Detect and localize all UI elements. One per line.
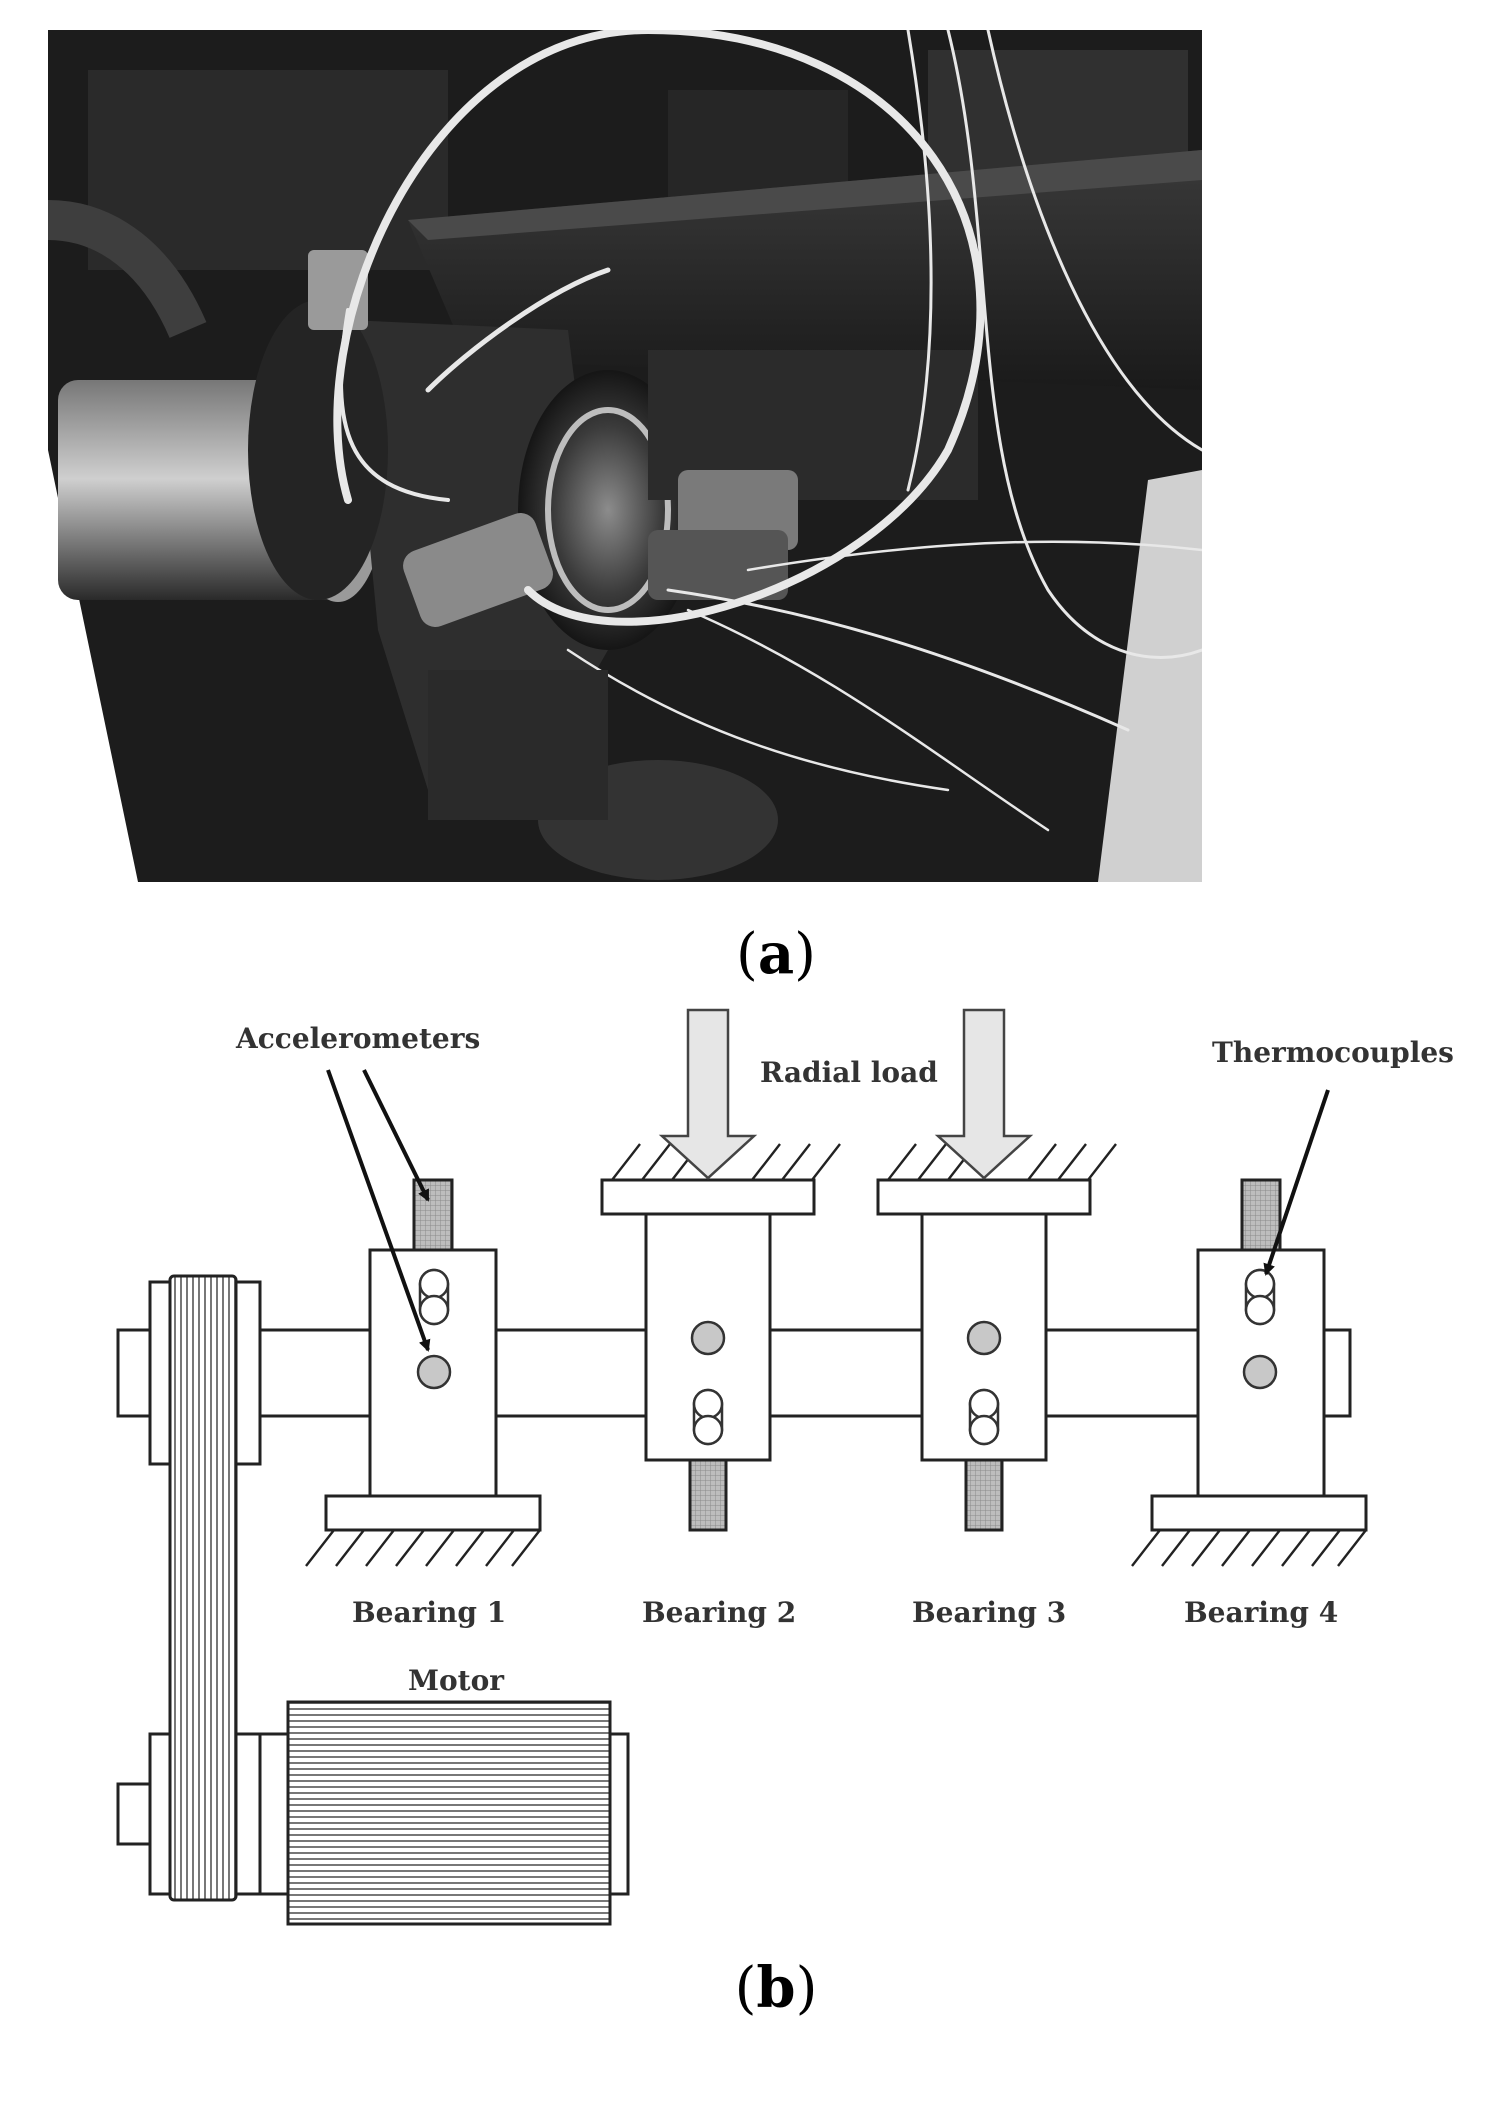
accelerometers — [416, 1320, 1278, 1390]
bearing-1-sensor-rod — [412, 1178, 454, 1252]
radial-load-arrows — [658, 1008, 1034, 1180]
cable-2 — [425, 267, 611, 393]
caption-a-letter: a — [757, 921, 795, 987]
cable-4 — [986, 30, 1202, 452]
cable-1 — [339, 308, 450, 502]
stand-base — [428, 670, 608, 820]
central-hub-ring — [545, 407, 671, 613]
cable-7 — [746, 540, 1202, 572]
thermo-pointer — [1263, 1089, 1330, 1276]
thermocouple-bearing-2 — [692, 1388, 724, 1446]
cable-5 — [666, 588, 1130, 732]
accelerometer-bearing-2 — [690, 1320, 726, 1356]
photo-illustration — [48, 30, 1202, 882]
accelerometer-bearing-3 — [966, 1320, 1002, 1356]
accel-pointer-1 — [326, 1069, 431, 1352]
hatch-bearing-4 — [1131, 1529, 1367, 1567]
motor-end-right — [608, 1732, 630, 1896]
caption-a-open: ( — [735, 922, 758, 987]
housing-flange — [248, 300, 388, 600]
drive-belt — [168, 1274, 238, 1902]
schematic-svg: Accelerometers Radial load Thermocouples… — [116, 1008, 1454, 1926]
test-rig-photo — [48, 30, 1202, 882]
bearing-3-sensor-rod — [964, 1458, 1004, 1532]
overhead-beam-top — [408, 150, 1202, 240]
caption-b-open: ( — [734, 1956, 757, 2021]
label-bearing-1: Bearing 1 — [352, 1596, 506, 1629]
cables — [333, 30, 1202, 832]
thermocouple-bearing-3 — [968, 1388, 1000, 1446]
cable-6 — [686, 608, 1050, 832]
cable-9 — [566, 648, 950, 792]
cable-3 — [946, 30, 1202, 659]
test-rig-schematic: Accelerometers Radial load Thermocouples… — [0, 1000, 1512, 1950]
cable-loop — [333, 30, 985, 626]
panel-b-caption: (b) — [676, 1960, 876, 2017]
upper-pulley-hub — [148, 1280, 172, 1466]
bolt — [648, 530, 788, 600]
label-accelerometers: Accelerometers — [235, 1022, 480, 1055]
lower-shaft-end — [116, 1782, 152, 1846]
caption-b-letter: b — [756, 1955, 796, 2021]
bearing-4-base — [1150, 1494, 1368, 1532]
accelerometer-bearing-4 — [1242, 1354, 1278, 1390]
caption-b-close: ) — [795, 1956, 818, 2021]
bearing-3-top-plate — [876, 1178, 1092, 1216]
motor-body — [286, 1700, 612, 1926]
wooden-board — [1098, 470, 1202, 882]
label-bearing-3: Bearing 3 — [912, 1596, 1066, 1629]
lower-pulley — [234, 1732, 262, 1896]
motor-coupling-left — [258, 1732, 290, 1896]
label-bearing-2: Bearing 2 — [642, 1596, 796, 1629]
upper-pulley — [234, 1280, 262, 1466]
cable-8 — [906, 30, 933, 492]
thermocouple-bearing-4 — [1244, 1268, 1276, 1326]
bearing-1-base — [324, 1494, 542, 1532]
label-bearing-4: Bearing 4 — [1184, 1596, 1338, 1629]
hatch-bearing-1 — [305, 1529, 541, 1567]
panel-a-caption: (a) — [676, 926, 876, 983]
hose — [48, 200, 207, 339]
label-thermocouples: Thermocouples — [1212, 1036, 1454, 1069]
lower-pulley-hub — [148, 1732, 172, 1896]
sensor-stub — [403, 512, 553, 628]
bearing-4-sensor-rod — [1240, 1178, 1282, 1252]
label-motor: Motor — [408, 1664, 505, 1697]
radial-load-arrow-2 — [658, 1008, 758, 1180]
pointer-arrows — [326, 1069, 1330, 1352]
bg-block-1 — [88, 70, 448, 270]
bearing-2-sensor-rod — [688, 1458, 728, 1532]
radial-load-arrow-3 — [934, 1008, 1034, 1180]
accelerometer-bearing-1 — [416, 1354, 452, 1390]
label-radial-load: Radial load — [760, 1056, 938, 1089]
accel-pointer-2 — [362, 1069, 430, 1202]
thermocouple-bearing-1 — [418, 1268, 450, 1326]
bearing-2-top-plate — [600, 1178, 816, 1216]
caption-a-close: ) — [794, 922, 816, 987]
thermocouples — [418, 1268, 1276, 1446]
